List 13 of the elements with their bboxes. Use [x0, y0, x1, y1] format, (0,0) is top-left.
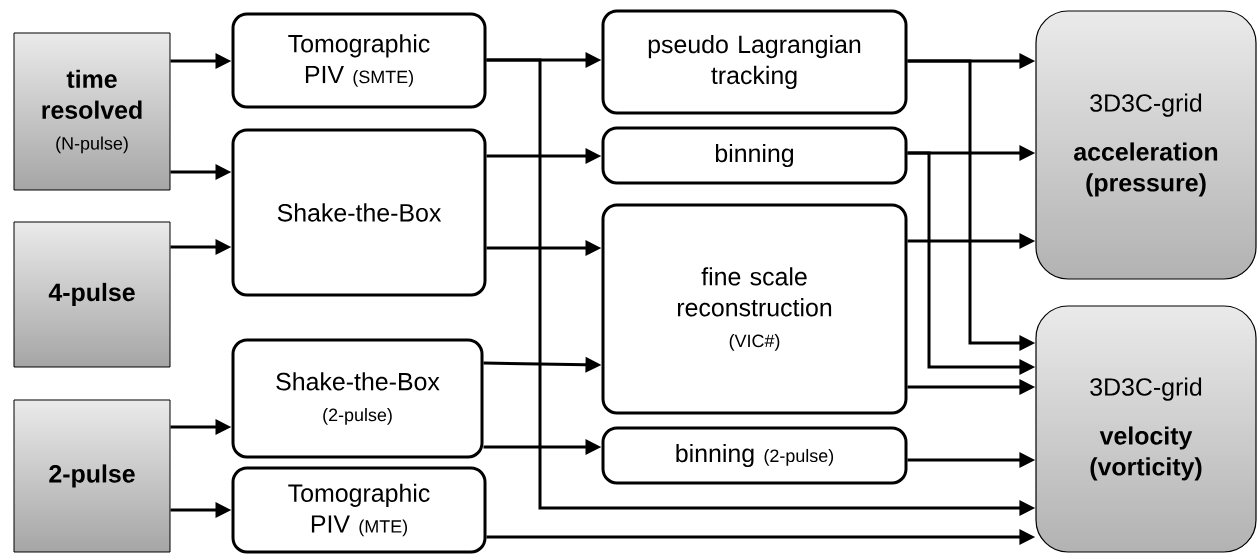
process-box: Shake-the-Box — [231, 128, 487, 297]
process-box: Tomographic PIV (SMTE) — [231, 12, 487, 109]
process-box: pseudo Lagrangian tracking — [601, 9, 908, 115]
input-box: 2-pulse — [13, 399, 171, 553]
process-box: Shake-the-Box (2-pulse) — [231, 338, 484, 459]
process-box: Tomographic PIV (MTE) — [231, 466, 487, 554]
output-box: 3D3C-grid acceleration (pressure) — [1035, 10, 1257, 280]
input-box: time resolved (N-pulse) — [13, 32, 171, 191]
process-box: binning — [601, 126, 908, 185]
process-box: binning (2-pulse) — [601, 426, 908, 485]
input-box: 4-pulse — [13, 221, 171, 368]
process-box: fine scale reconstruction (VIC#) — [601, 203, 908, 415]
output-box: 3D3C-grid velocity (vorticity) — [1035, 305, 1257, 553]
